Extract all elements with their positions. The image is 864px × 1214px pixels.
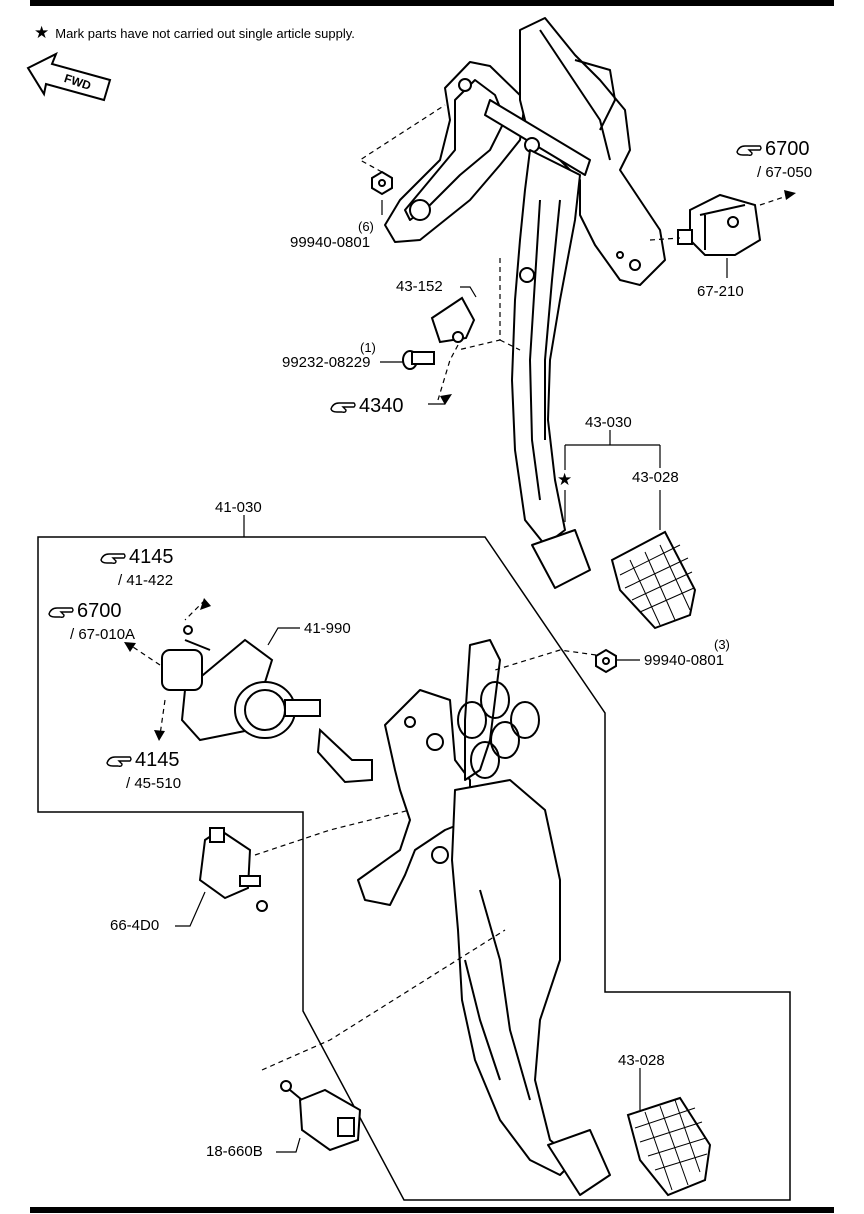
part-43-028-bottom[interactable]: 43-028 <box>618 1052 665 1069</box>
ref-4340[interactable]: 4340 <box>330 395 404 418</box>
brake-pedal-pad <box>610 530 697 630</box>
clutch-master-cylinder <box>161 625 373 784</box>
part-41-030[interactable]: 41-030 <box>215 499 262 516</box>
top-border <box>30 0 834 6</box>
ref-sub-67-050: / 67-050 <box>757 164 813 181</box>
ref-sub-45-510: / 45-510 <box>126 775 182 792</box>
ref-number: 4340 <box>359 395 404 417</box>
clevis-clip <box>430 296 476 344</box>
ref-number: 6700 <box>77 600 122 622</box>
ref-6700-top[interactable]: 6700 <box>736 138 810 161</box>
ref-number: 4145 <box>129 546 174 568</box>
star-icon: ★ <box>34 23 50 42</box>
qty-99232: (1) <box>360 340 376 355</box>
pointing-hand-icon <box>106 755 132 767</box>
part-99940-0801-mid[interactable]: 99940-0801 <box>644 652 725 669</box>
qty-99940-top: (6) <box>358 219 374 234</box>
clutch-assembly-frame <box>37 536 791 1201</box>
part-67-210[interactable]: 67-210 <box>697 283 744 300</box>
part-66-4D0[interactable]: 66-4D0 <box>110 917 160 934</box>
part-18-660B[interactable]: 18-660B <box>206 1143 263 1160</box>
fwd-arrow-icon <box>26 51 112 102</box>
ref-6700-mid[interactable]: 6700 <box>48 600 122 623</box>
leader-lines <box>129 104 791 1153</box>
pointing-hand-icon <box>100 552 126 564</box>
pointing-hand-icon <box>330 401 356 413</box>
bottom-border <box>30 1207 834 1213</box>
clevis-pin <box>402 350 435 370</box>
part-43-028-top[interactable]: 43-028 <box>632 469 679 486</box>
qty-99940-mid: (3) <box>714 637 730 652</box>
pointing-hand-icon <box>48 606 74 618</box>
part-99940-0801-top[interactable]: 99940-0801 <box>290 234 371 251</box>
star-mark: ★ <box>557 470 573 489</box>
ref-number: 6700 <box>765 138 810 160</box>
nut-mid-icon <box>595 648 617 674</box>
brake-switch-67-210 <box>677 193 762 256</box>
part-99232-08229[interactable]: 99232-08229 <box>282 354 371 371</box>
clutch-pedal-pad <box>626 1096 712 1197</box>
part-41-990[interactable]: 41-990 <box>304 620 351 637</box>
part-43-152[interactable]: 43-152 <box>396 278 443 295</box>
clutch-switch-66-4D0 <box>198 827 268 912</box>
leader-arrow-icons <box>124 190 796 741</box>
ref-number: 4145 <box>135 749 180 771</box>
clutch-pedal-arm <box>451 779 611 1196</box>
ref-4145-a[interactable]: 4145 <box>100 546 174 569</box>
ref-4145-b[interactable]: 4145 <box>106 749 180 772</box>
part-43-030[interactable]: 43-030 <box>585 414 632 431</box>
supply-note: ★ Mark parts have not carried out single … <box>34 23 355 43</box>
pointing-hand-icon <box>736 144 762 156</box>
clutch-switch-18-660B <box>280 1080 362 1152</box>
supply-note-text: Mark parts have not carried out single a… <box>55 26 355 41</box>
ref-sub-41-422: / 41-422 <box>118 572 174 589</box>
brake-pedal-assembly <box>384 17 666 589</box>
ref-sub-67-010A: / 67-010A <box>70 626 136 643</box>
nut-top-icon <box>371 170 393 196</box>
